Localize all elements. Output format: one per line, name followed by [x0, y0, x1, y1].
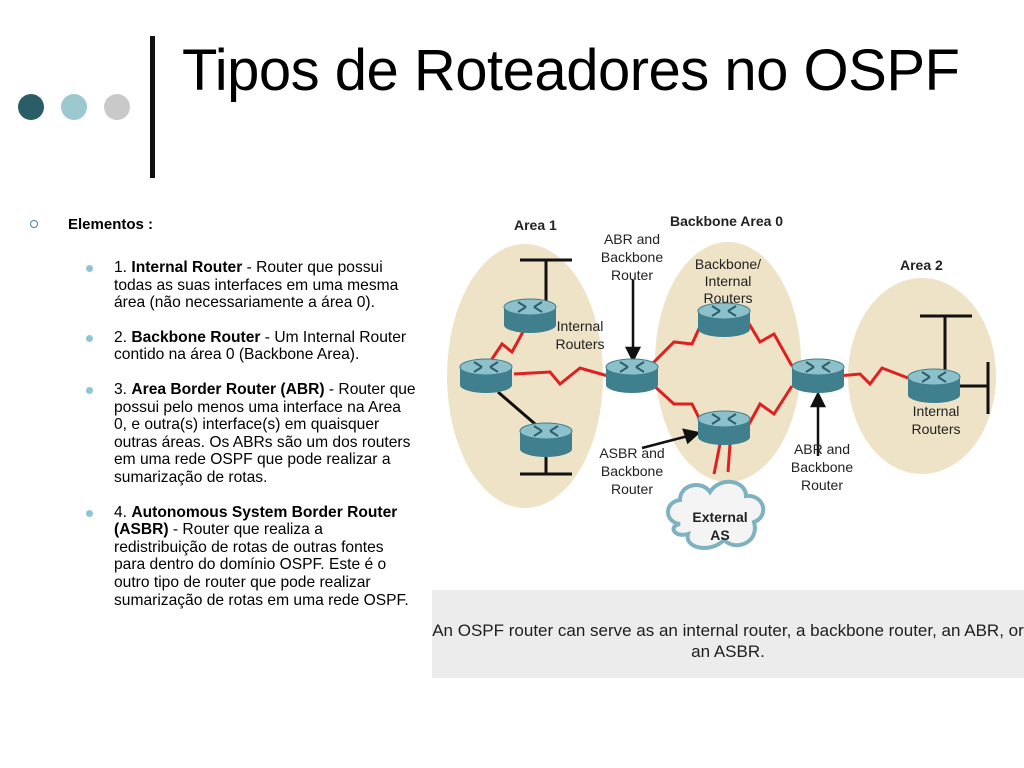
abr-label: Backbone	[601, 249, 663, 265]
item-desc: - Router que possui pelo menos uma inter…	[114, 380, 416, 486]
router-icon	[907, 368, 961, 404]
asbr-label: Backbone	[601, 463, 663, 479]
elements-heading: Elementos :	[68, 216, 154, 233]
list-item: 4. Autonomous System Border Router (ASBR…	[86, 504, 416, 610]
external-label: External	[692, 509, 747, 525]
asbr-label: ASBR and	[599, 445, 664, 461]
abr-right-label: ABR and	[794, 441, 850, 457]
bullet-icon	[86, 334, 93, 342]
backbone-area-ellipse	[655, 242, 801, 482]
backbone-internal-label: Routers	[703, 290, 752, 306]
item-desc: - Um Internal Router contido na área 0 (…	[114, 328, 407, 364]
dot-medium	[61, 94, 87, 120]
serial-links	[488, 321, 909, 475]
item-desc: - Router que realiza a redistribuição de…	[114, 521, 409, 609]
router-icon	[503, 298, 557, 334]
external-as-cloud: External AS	[666, 480, 766, 550]
bullet-icon	[86, 265, 93, 272]
router-icon	[605, 358, 659, 394]
external-label: AS	[710, 527, 729, 543]
router-icon	[697, 302, 751, 338]
internal-routers-label: Routers	[911, 421, 960, 437]
asbr-label: Router	[611, 481, 653, 497]
item-term: Internal Router	[131, 259, 243, 276]
ospf-diagram: External AS Area 1 Backbone Area 0 Area …	[447, 213, 996, 550]
list-item: 2. Backbone Router - Um Internal Router …	[86, 329, 416, 364]
abr-label: Router	[611, 267, 653, 283]
area-1-label: Area 1	[514, 217, 557, 233]
list-item: 1. Internal Router - Router que possui t…	[86, 259, 416, 312]
abr-label: ABR and	[604, 231, 660, 247]
router-icon	[459, 358, 513, 394]
slide-title: Tipos de Roteadores no OSPF	[182, 38, 960, 103]
bullet-icon	[86, 386, 93, 394]
abr-right-label: Router	[801, 477, 843, 493]
circle-bullet-icon	[30, 220, 38, 228]
area-2-label: Area 2	[900, 257, 943, 273]
backbone-internal-label: Internal	[705, 273, 752, 289]
item-desc: - Router que possui todas as suas interf…	[114, 259, 399, 312]
router-types-list: 1. Internal Router - Router que possui t…	[86, 259, 416, 626]
router-icon	[519, 422, 573, 458]
diagram-caption: An OSPF router can serve as an internal …	[432, 590, 1024, 678]
internal-routers-label: Internal	[913, 403, 960, 419]
internal-routers-label: Internal	[557, 318, 604, 334]
item-term: Autonomous System Border Router (ASBR)	[114, 503, 398, 539]
pointer-arrows	[624, 280, 827, 456]
list-item: 3. Area Border Router (ABR) - Router que…	[86, 381, 416, 487]
backbone-area-label: Backbone Area 0	[670, 213, 783, 229]
internal-routers-label: Routers	[555, 336, 604, 352]
item-term: Backbone Router	[131, 328, 261, 346]
dot-dark	[18, 94, 44, 120]
backbone-internal-label: Backbone/	[695, 256, 761, 272]
abr-right-label: Backbone	[791, 459, 853, 475]
router-icon	[697, 410, 751, 446]
title-divider	[150, 36, 155, 178]
bullet-icon	[86, 509, 93, 517]
item-term: Area Border Router (ABR)	[131, 380, 325, 398]
router-icon	[791, 358, 845, 394]
dot-light	[104, 94, 130, 120]
